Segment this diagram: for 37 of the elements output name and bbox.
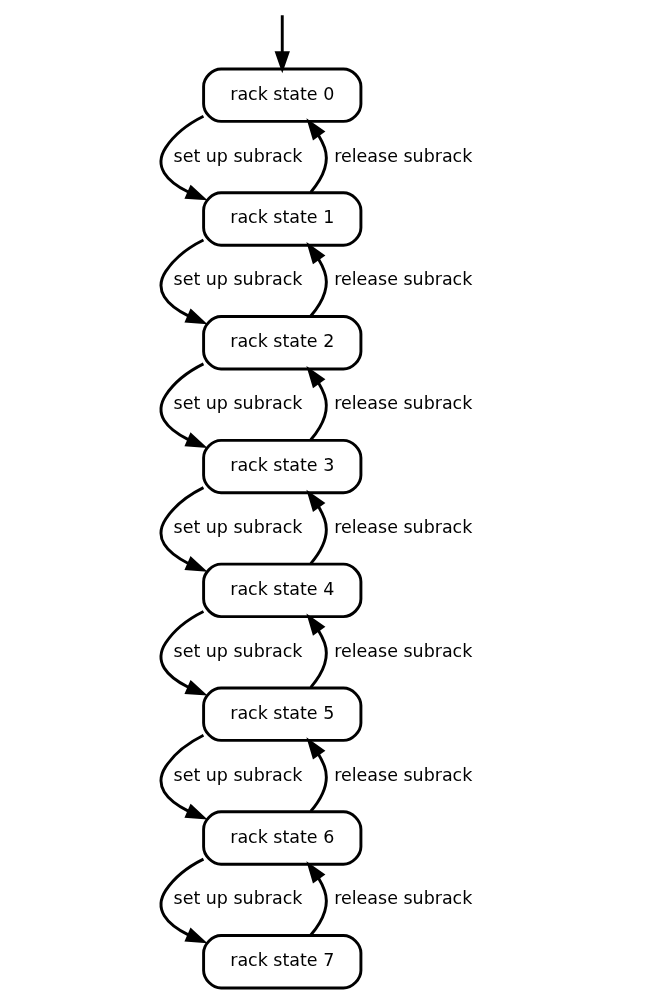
arrow [305,242,328,317]
arrow [305,365,328,441]
node-box: rack state 0 [201,67,362,123]
arrow [159,733,208,820]
arrow [305,861,328,936]
node-box: rack state 3 [201,438,362,495]
node-box: rack state 5 [201,686,362,742]
arrow [274,15,290,74]
arrow [159,362,208,448]
node-box: rack state 1 [201,191,362,247]
edge-label: set up subrack [173,764,302,785]
edge-label: release subrack [333,640,472,661]
arrow [159,486,208,572]
node-box: rack state 6 [201,810,362,866]
edge-label: set up subrack [173,640,302,661]
arrow [305,737,328,813]
edge-label: set up subrack [173,393,302,414]
arrow [305,489,328,565]
edge-label: release subrack [333,764,472,785]
edge-label: set up subrack [173,145,302,166]
arrow [159,610,208,696]
edge-label: release subrack [333,145,472,166]
arrow [159,238,208,325]
edge-label: release subrack [333,516,472,537]
edge-label: release subrack [333,269,472,290]
edge-label: set up subrack [173,888,302,909]
edge-label: set up subrack [173,269,302,290]
edge-label: release subrack [333,888,472,909]
node-box: rack state 7 [201,934,362,990]
edge-label: set up subrack [173,516,302,537]
edge-label: release subrack [333,393,472,414]
node-box: rack state 2 [201,315,362,371]
arrow [305,118,328,194]
node-box: rack state 4 [201,562,362,619]
arrow [159,857,208,944]
arrow [305,613,328,689]
arrow [159,114,208,201]
